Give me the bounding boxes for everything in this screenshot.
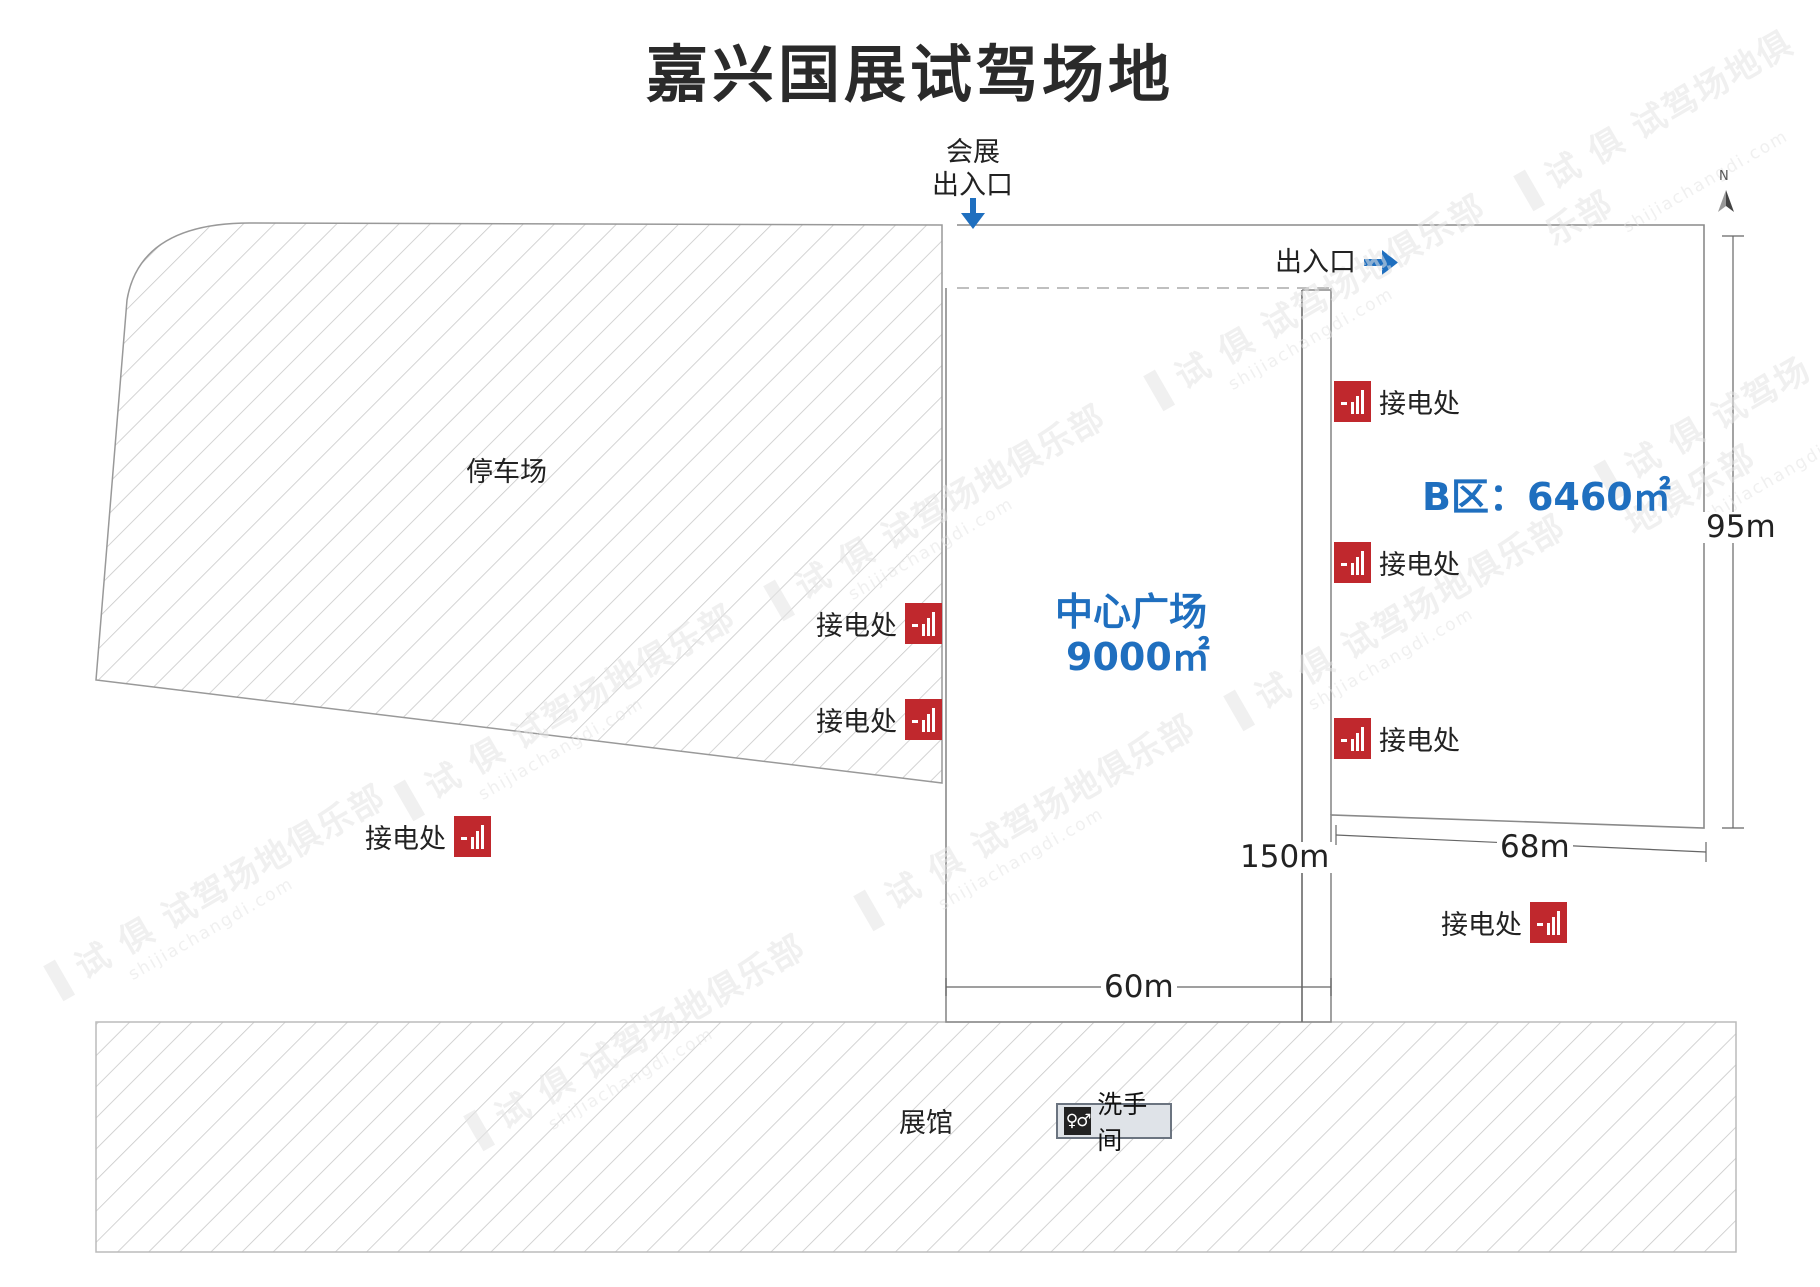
power-outlet-icon	[905, 603, 942, 644]
center-plaza-name: 中心广场	[1055, 590, 1208, 634]
main-entrance-label-line2: 出入口	[932, 170, 1013, 201]
parking-label: 停车场	[466, 457, 547, 488]
entrance-arrow-down	[961, 198, 985, 229]
power-outlet-icon	[454, 816, 491, 857]
zone-b-label: B区：6460㎡	[1422, 475, 1671, 519]
power-point: 接电处	[816, 699, 942, 740]
power-outlet-icon	[1334, 381, 1371, 422]
power-point: 接电处	[1334, 381, 1460, 422]
power-outlet-icon	[905, 699, 942, 740]
power-point: 接电处	[365, 816, 491, 857]
power-outlet-icon	[1334, 542, 1371, 583]
power-outlet-icon	[1530, 902, 1567, 943]
power-point: 接电处	[1334, 542, 1460, 583]
center-plaza-area: 9000㎡	[1066, 635, 1210, 679]
power-point: 接电处	[1334, 718, 1460, 759]
center-length-dimension: 150m	[1237, 842, 1333, 873]
zone-b-width-dimension: 68m	[1497, 832, 1573, 863]
zone-b-length-dimension: 95m	[1703, 512, 1779, 543]
power-point: 接电处	[816, 603, 942, 644]
restroom-icon: ♀♂	[1064, 1107, 1091, 1135]
side-entrance-label: 出入口	[1275, 247, 1356, 278]
restroom-sign: ♀♂ 洗手间	[1056, 1090, 1172, 1155]
center-width-dimension: 60m	[1101, 972, 1177, 1003]
compass-label: N	[1719, 169, 1729, 184]
north-arrow-icon	[1718, 190, 1734, 212]
page-title: 嘉兴国展试驾场地	[645, 38, 1174, 111]
power-outlet-icon	[1334, 718, 1371, 759]
exhibition-hall-label: 展馆	[899, 1108, 953, 1139]
main-entrance-label-line1: 会展	[946, 137, 1000, 168]
exhibition-hall-area	[95, 1021, 1737, 1253]
parking-area	[95, 222, 943, 784]
restroom-label: 洗手间	[1097, 1090, 1148, 1155]
entrance-arrow-right	[1364, 250, 1398, 275]
power-point: 接电处	[1441, 902, 1567, 943]
